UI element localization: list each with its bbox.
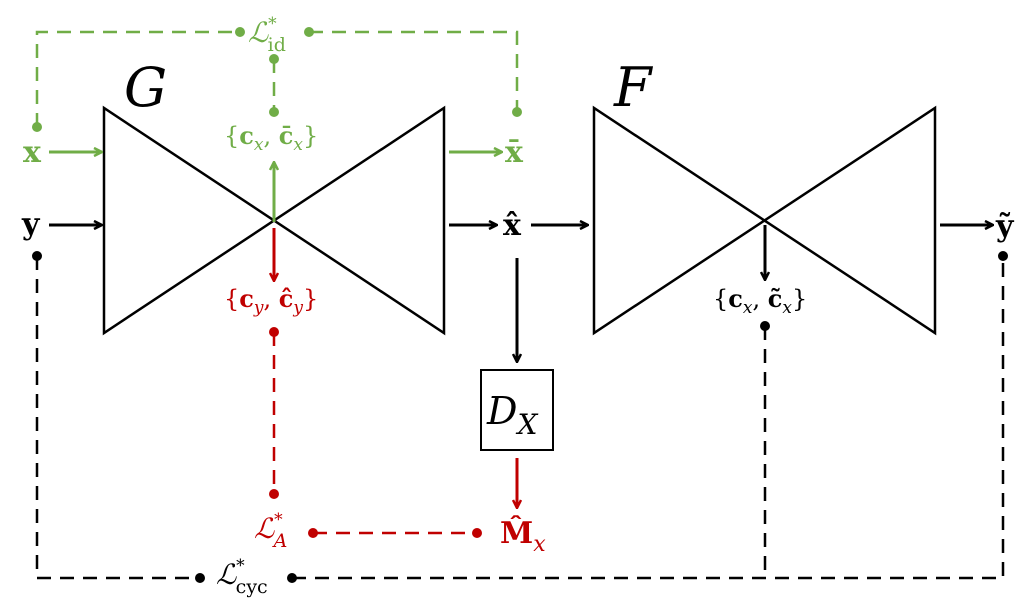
output-ytilde-label: ỹ <box>995 209 1015 244</box>
cycle-loss-connectors <box>35 256 1005 580</box>
discriminator-box <box>480 369 554 451</box>
red-codes-label: {cy, ĉy} <box>224 284 318 318</box>
generator-g-label: G <box>124 56 167 119</box>
identity-loss-dots <box>32 27 522 132</box>
generator-g-shape <box>102 105 446 336</box>
generator-f-label: F <box>613 56 654 119</box>
input-y-label: y <box>21 207 41 242</box>
generator-f-shape <box>592 105 937 336</box>
output-xhat-label: x̂ <box>503 208 522 243</box>
mask-output-label: M̂x <box>500 516 546 557</box>
attention-loss-connectors <box>272 332 477 535</box>
identity-loss-label: ℒ*id <box>248 14 286 56</box>
attention-loss-dots <box>269 327 482 538</box>
input-x-label: x <box>23 135 42 170</box>
attention-loss-label: ℒ*A <box>254 510 287 552</box>
discriminator-label: DX <box>486 389 538 441</box>
black-codes-label: {cx, c̃x} <box>713 284 807 318</box>
output-xbar-label: x̄ <box>505 135 524 170</box>
cycle-loss-label: ℒ*cyc <box>216 556 268 598</box>
identity-loss-connectors <box>35 30 519 127</box>
green-codes-label: {cx, c̄x} <box>224 121 318 155</box>
cycle-loss-dots <box>32 251 1008 583</box>
